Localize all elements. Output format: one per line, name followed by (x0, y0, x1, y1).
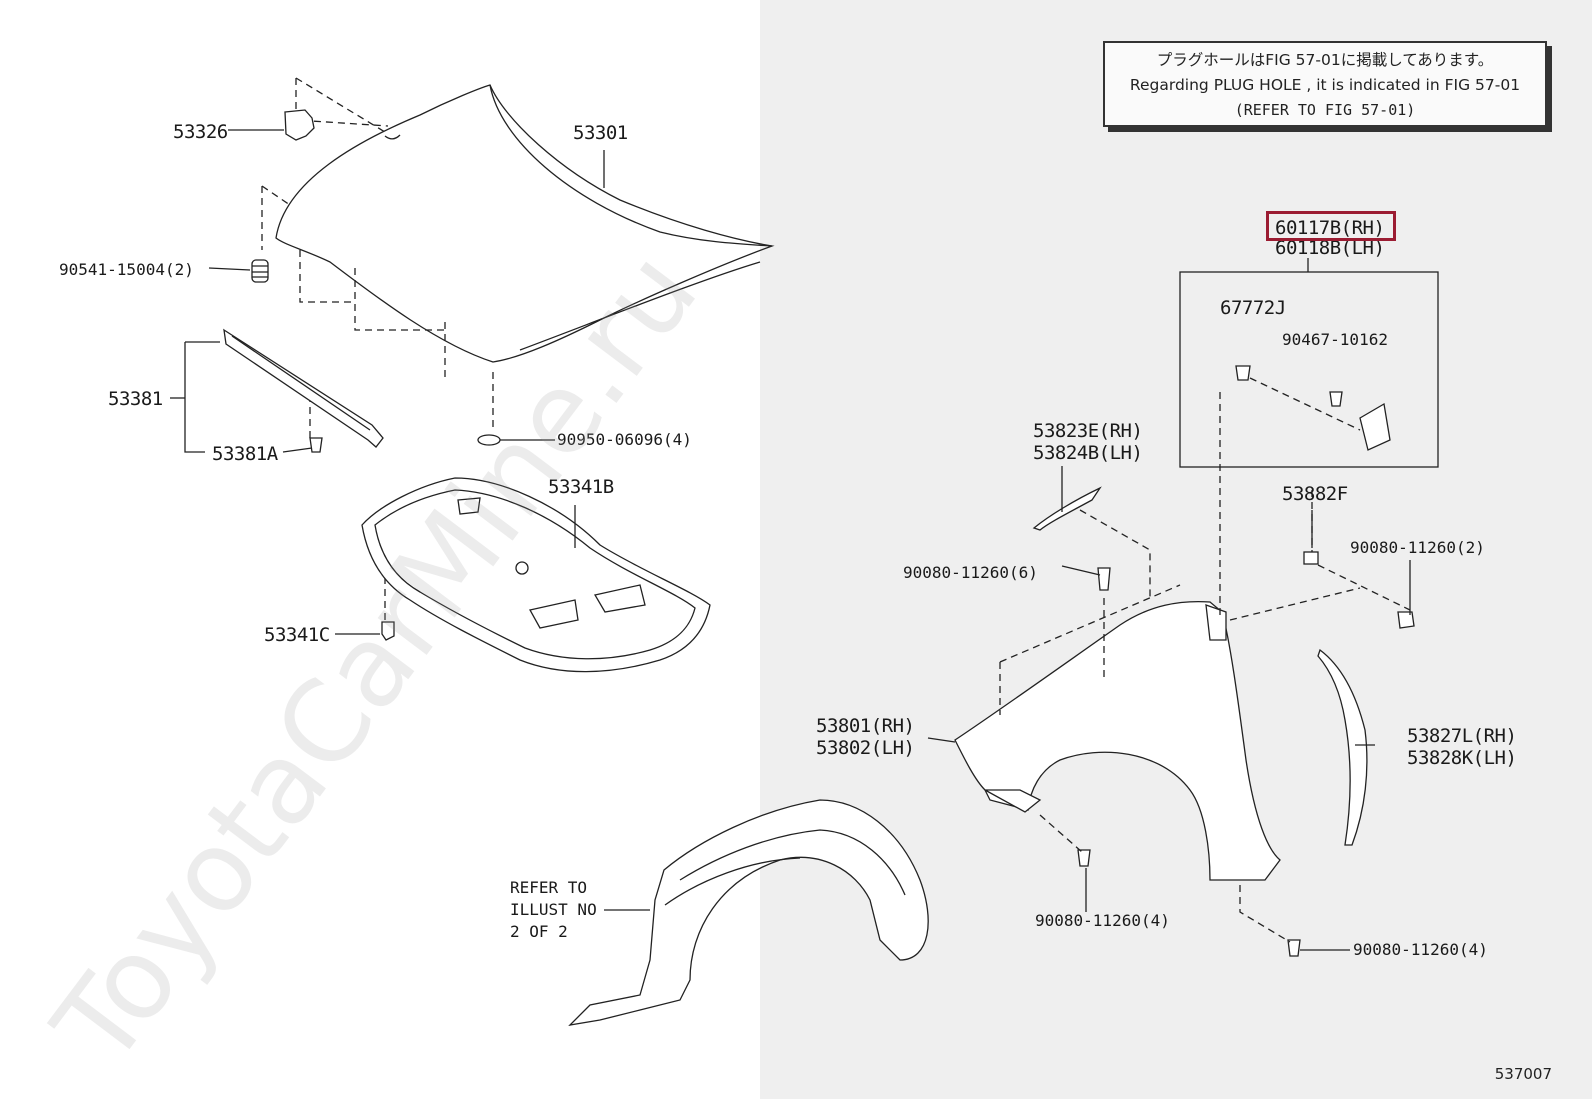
shield-53823E (1032, 486, 1102, 531)
label-53882F: 53882F (1282, 483, 1348, 505)
plug-hole-note: プラグホールはFIG 57-01に掲載してあります。 Regarding PLU… (1103, 41, 1547, 127)
label-53301: 53301 (573, 122, 628, 144)
plug-90950 (477, 434, 501, 446)
label-53326: 53326 (173, 121, 228, 143)
label-60117B: 60117B(RH) (1275, 217, 1384, 239)
hood-53301 (275, 84, 775, 363)
page-number: 537007 (1494, 1065, 1552, 1083)
fender-53801 (954, 600, 1281, 881)
label-53341C: 53341C (264, 624, 330, 646)
label-60118B: 60118B(LH) (1275, 237, 1384, 259)
label-53801: 53801(RH) (816, 715, 914, 737)
label-53827L: 53827L(RH) (1407, 725, 1516, 747)
bolt-90080-2 (1397, 611, 1415, 629)
label-90467: 90467-10162 (1282, 330, 1388, 349)
label-90080-4b: 90080-11260(4) (1353, 940, 1488, 959)
label-90950: 90950-06096(4) (557, 430, 692, 449)
bolt-90080-6 (1097, 567, 1111, 591)
label-refer-3: 2 OF 2 (510, 922, 568, 941)
label-90080-6: 90080-11260(6) (903, 563, 1038, 582)
clip-53326 (284, 109, 315, 141)
seal-53827L (1317, 648, 1368, 846)
label-53824B: 53824B(LH) (1033, 442, 1142, 464)
grommet-90541 (251, 259, 269, 283)
bolt-90080-4a (1077, 849, 1091, 867)
label-53828K: 53828K(LH) (1407, 747, 1516, 769)
label-67772J: 67772J (1220, 297, 1286, 319)
insulator-53341B (361, 477, 711, 673)
note-line-en: Regarding PLUG HOLE , it is indicated in… (1129, 76, 1521, 94)
screw-90467 (1329, 391, 1343, 407)
plate-60117B (1359, 402, 1391, 451)
clip-53341C (381, 621, 395, 641)
label-90080-4a: 90080-11260(4) (1035, 911, 1170, 930)
bolt-90080-4b (1287, 939, 1301, 957)
label-refer-2: ILLUST NO (510, 900, 597, 919)
screw-67772J (1235, 365, 1251, 381)
rod-53381 (223, 328, 384, 448)
clip-53381A (309, 437, 323, 453)
label-53341B: 53341B (548, 476, 614, 498)
label-53823E: 53823E(RH) (1033, 420, 1142, 442)
note-line-ref: (REFER TO FIG 57-01) (1234, 101, 1416, 119)
highlight-box-60117B[interactable] (1266, 211, 1396, 241)
fender-liner (568, 799, 929, 1026)
label-53381: 53381 (108, 388, 163, 410)
label-53802: 53802(LH) (816, 737, 914, 759)
label-90080-2: 90080-11260(2) (1350, 538, 1485, 557)
label-53381A: 53381A (212, 443, 279, 465)
nut-53882F (1303, 551, 1319, 565)
kit-box (1179, 271, 1439, 468)
label-90541: 90541-15004(2) (59, 260, 194, 279)
label-refer-1: REFER TO (510, 878, 587, 897)
note-line-jp: プラグホールはFIG 57-01に掲載してあります。 (1156, 51, 1494, 69)
